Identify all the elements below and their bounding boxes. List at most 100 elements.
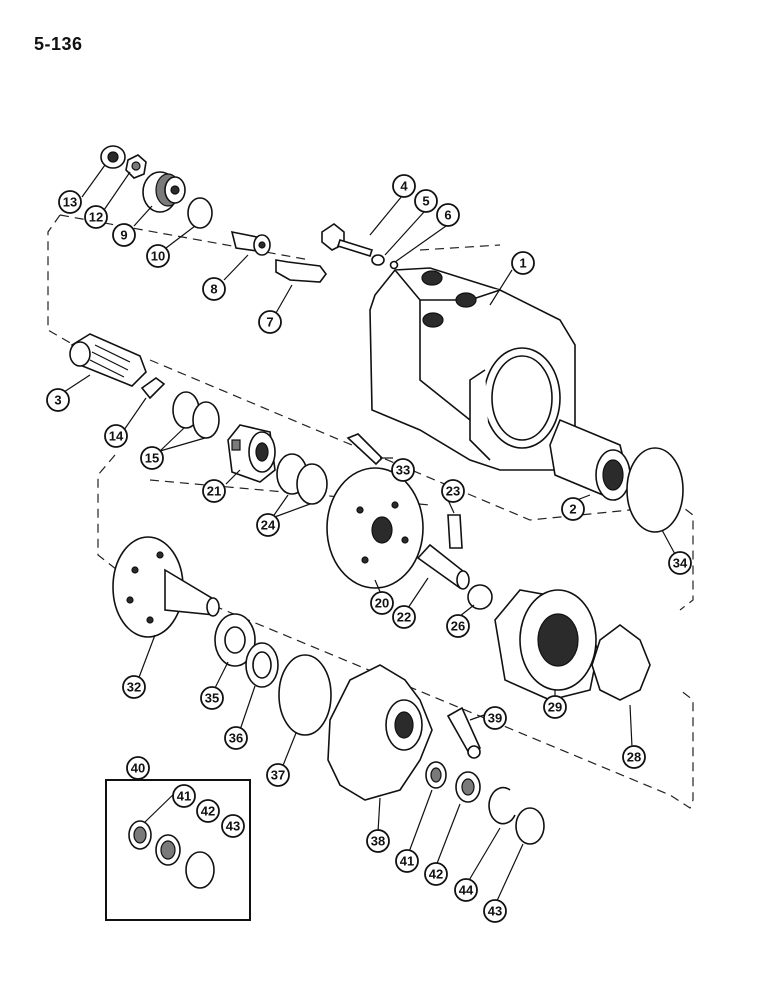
callout-circle [258,310,282,334]
callout-c36: 36 [224,726,248,750]
callout-circle [446,614,470,638]
part-15-rings [172,391,220,439]
callout-label: 6 [444,208,451,223]
callout-circle [146,244,170,268]
callout-label: 23 [446,484,460,499]
callout-label: 22 [397,610,411,625]
callout-circle [543,695,567,719]
callout-c37: 37 [266,763,290,787]
part-7-plate [275,259,327,283]
callout-circle [200,686,224,710]
callout-label: 42 [201,804,215,819]
part-4-bolt [321,223,374,257]
callout-circle [46,388,70,412]
callout-c13: 13 [58,190,82,214]
callout-circle [366,829,390,853]
callout-circle [224,726,248,750]
callout-c15: 15 [140,446,164,470]
dashed-group-outline-upper [47,214,694,611]
part-8-valve [230,230,271,256]
part-23-pin [447,514,463,549]
part-28-star-rotor [591,624,651,701]
callout-circle [392,605,416,629]
callout-c33: 33 [391,458,415,482]
callout-circle [196,799,220,823]
part-13-nut [100,145,126,169]
callout-c42b: 42 [424,862,448,886]
callout-label: 34 [673,556,688,571]
part-12-nut [125,154,147,179]
callout-circle [622,745,646,769]
callout-label: 37 [271,768,285,783]
part-14-pin [140,377,166,400]
callout-c44: 44 [454,878,478,902]
callout-label: 33 [396,463,410,478]
callout-circle [424,862,448,886]
callout-label: 9 [120,228,127,243]
part-38-end-cover [327,664,433,801]
part-43-washer [515,807,545,845]
kit-42-seal [155,834,181,866]
part-29-rotor-ring [494,589,599,701]
callout-c34: 34 [668,551,692,575]
callout-label: 7 [266,315,273,330]
callout-c9: 9 [112,223,136,247]
callout-circle [436,203,460,227]
part-20-plate [326,467,424,589]
callout-c23: 23 [441,479,465,503]
callout-c2: 2 [561,497,585,521]
part-10-o-ring [187,197,213,229]
part-5-ring [371,254,385,266]
callout-label: 3 [54,393,61,408]
dashed-group-outline-lower [97,454,694,809]
kit-40-box [105,779,251,921]
callout-c4: 4 [392,174,416,198]
callout-label: 44 [459,883,474,898]
callout-circle [202,277,226,301]
callout-label: 20 [375,596,389,611]
kit-41-seal [128,820,152,850]
callout-label: 24 [261,518,276,533]
callout-c28: 28 [622,745,646,769]
callout-label: 5 [422,194,429,209]
part-42-seal [455,771,481,803]
callout-circle [395,849,419,873]
callout-c22: 22 [392,605,416,629]
part-33-bolt [346,433,384,466]
callout-c7: 7 [258,310,282,334]
callout-label: 41 [177,789,191,804]
part-21-cage [227,424,276,483]
callout-c10: 10 [146,244,170,268]
callout-circle [126,756,150,780]
callout-circle [221,814,245,838]
callout-circle [668,551,692,575]
callout-c26: 26 [446,614,470,638]
callout-circle [483,899,507,923]
callout-circle [370,591,394,615]
part-36-washer [245,642,279,688]
callout-c38: 38 [366,829,390,853]
callout-label: 43 [226,819,240,834]
callout-c1: 1 [511,251,535,275]
part-37-seal-ring [278,654,332,736]
callout-circle [266,763,290,787]
callout-label: 13 [63,195,77,210]
callout-c8: 8 [202,277,226,301]
part-1-housing [369,267,576,471]
callout-label: 29 [548,700,562,715]
callout-c43a: 43 [221,814,245,838]
callout-label: 14 [109,429,124,444]
part-32-flange-shaft [112,536,220,638]
callout-label: 42 [429,867,443,882]
callout-circle [140,446,164,470]
callout-label: 43 [488,904,502,919]
callout-circle [104,424,128,448]
callout-label: 32 [127,680,141,695]
callout-c5: 5 [414,189,438,213]
part-24-rings [276,453,328,505]
callout-circle [561,497,585,521]
kit-43-washer [185,851,215,889]
page-number: 5-136 [34,34,83,54]
callout-label: 39 [488,711,502,726]
callout-circle [441,479,465,503]
